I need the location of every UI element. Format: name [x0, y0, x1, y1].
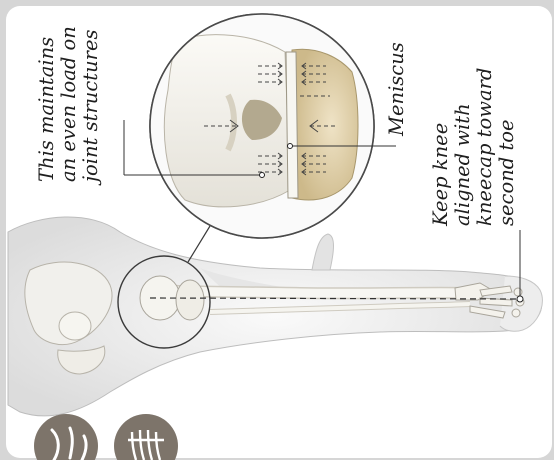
alignment-note: Keep knee aligned with kneecap toward se… [430, 68, 518, 226]
load-note-line1: This maintains [36, 26, 58, 182]
zoom-connector [188, 226, 210, 262]
toe-marker [517, 296, 523, 302]
load-note: This maintains an even load on joint str… [36, 26, 102, 182]
meniscus-label-text: Meniscus [386, 42, 408, 136]
leg-figure-icon [34, 414, 98, 460]
knee-zoom-inset [150, 14, 374, 238]
load-note-line2: an even load on [58, 26, 80, 182]
meniscus-label: Meniscus [386, 42, 408, 136]
alignment-note-line1: Keep knee [430, 68, 452, 226]
alignment-note-line4: second toe [496, 68, 518, 226]
load-note-line3: joint structures [80, 26, 102, 182]
alignment-note-line2: aligned with [452, 68, 474, 226]
skeleton-icon [114, 414, 178, 460]
category-badges [34, 414, 178, 460]
alignment-note-line3: kneecap toward [474, 68, 496, 226]
